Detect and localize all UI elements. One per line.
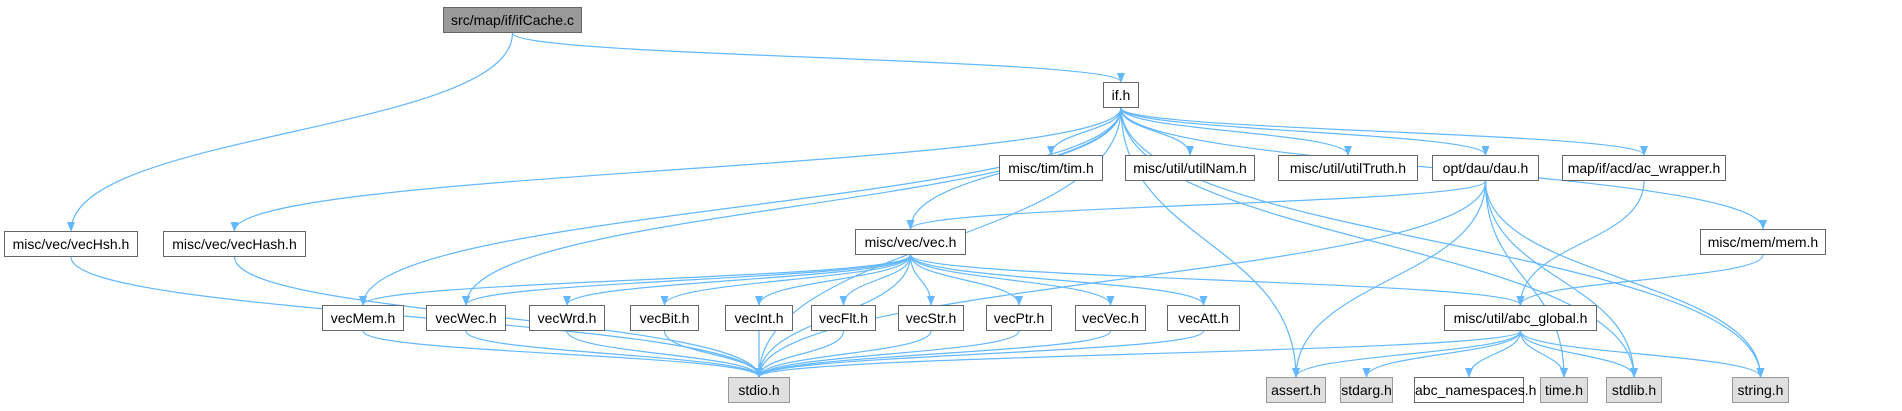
node-vechash-h[interactable]: misc/vec/vecHash.h: [163, 231, 306, 257]
node-vec-h[interactable]: misc/vec/vec.h: [855, 229, 966, 255]
node-vecint-h[interactable]: vecInt.h: [725, 305, 793, 331]
node-ifcache-c[interactable]: src/map/if/ifCache.c: [443, 7, 582, 33]
edge-dau-to-stdlib: [1484, 180, 1638, 378]
edge-vec-to-vecBit: [660, 254, 912, 306]
node-abc-global-h[interactable]: misc/util/abc_global.h: [1444, 305, 1597, 331]
edge-abc_global-to-abc_namespaces: [1465, 330, 1522, 378]
node-stdio-h[interactable]: stdio.h: [728, 377, 790, 403]
edge-if_h-to-stdlib: [1120, 107, 1638, 378]
node-utilnam-h[interactable]: misc/util/utilNam.h: [1125, 155, 1255, 181]
edge-if_h-to-ac_wrapper: [1120, 107, 1648, 156]
edge-vec-to-vecAtt: [909, 254, 1208, 306]
node-utiltruth-h[interactable]: misc/util/utilTruth.h: [1278, 155, 1418, 181]
edge-vecAtt-to-stdio: [755, 330, 1205, 378]
node-vecptr-h[interactable]: vecPtr.h: [986, 305, 1052, 331]
edge-vec-to-vecWec: [462, 254, 912, 306]
node-dau-h[interactable]: opt/dau/dau.h: [1432, 155, 1539, 181]
node-vecatt-h[interactable]: vecAtt.h: [1167, 305, 1240, 331]
edge-ifCache-to-if_h: [511, 32, 1125, 83]
edge-vec-to-vecMem: [359, 254, 912, 306]
edge-abc_global-to-stdlib: [1519, 330, 1638, 378]
edge-vecMem-to-stdio: [362, 330, 763, 378]
edge-if_h-to-dau: [1120, 107, 1490, 156]
edge-dau-to-assert: [1292, 180, 1487, 378]
edge-if_h-to-string: [1120, 107, 1765, 378]
edge-dau-to-vec: [906, 180, 1487, 230]
node-vechsh-h[interactable]: misc/vec/vecHsh.h: [4, 231, 138, 257]
node-mem-h[interactable]: misc/mem/mem.h: [1700, 229, 1826, 255]
node-vecwec-h[interactable]: vecWec.h: [426, 305, 506, 331]
node-ac-wrapper-h[interactable]: map/if/acd/ac_wrapper.h: [1562, 155, 1726, 181]
edge-abc_global-to-assert: [1292, 330, 1522, 378]
node-time-h[interactable]: time.h: [1540, 377, 1588, 403]
edge-if_h-to-vecMem: [359, 107, 1122, 306]
node-if-h[interactable]: if.h: [1103, 82, 1139, 108]
node-tim-h[interactable]: misc/tim/tim.h: [999, 155, 1103, 181]
edge-vecPtr-to-stdio: [755, 330, 1020, 378]
edge-vec-to-vecWrd: [563, 254, 912, 306]
edge-dau-to-stdio: [755, 180, 1487, 378]
edge-abc_global-to-time: [1519, 330, 1568, 378]
node-stdlib-h[interactable]: stdlib.h: [1606, 377, 1662, 403]
edge-if_h-to-utilNam: [1120, 107, 1194, 156]
node-vecvec-h[interactable]: vecVec.h: [1075, 305, 1146, 331]
edge-if_h-to-vecHash: [230, 107, 1122, 232]
edge-vec-to-vecPtr: [909, 254, 1023, 306]
edge-vec-to-vecStr: [909, 254, 935, 306]
node-vecstr-h[interactable]: vecStr.h: [898, 305, 964, 331]
edge-dau-to-time: [1484, 180, 1568, 378]
node-vecbit-h[interactable]: vecBit.h: [630, 305, 699, 331]
edge-if_h-to-utilTruth: [1120, 107, 1352, 156]
edge-vec-to-vecInt: [755, 254, 912, 306]
edge-vecHsh-to-stdio: [70, 256, 763, 378]
node-vecflt-h[interactable]: vecFlt.h: [811, 305, 876, 331]
node-vecmem-h[interactable]: vecMem.h: [322, 305, 404, 331]
edge-vecStr-to-stdio: [755, 330, 932, 378]
node-assert-h[interactable]: assert.h: [1266, 377, 1326, 403]
node-stdarg-h[interactable]: stdarg.h: [1340, 377, 1393, 403]
edge-vec-to-abc_global: [909, 254, 1525, 306]
edge-abc_global-to-string: [1519, 330, 1765, 378]
edge-mem-to-abc_global: [1516, 254, 1764, 306]
edge-vec-to-vecFlt: [839, 254, 912, 306]
edge-vec-to-vecVec: [909, 254, 1115, 306]
edge-abc_global-to-stdarg: [1362, 330, 1522, 378]
edge-ac_wrapper-to-abc_global: [1516, 180, 1645, 306]
edge-vecVec-to-stdio: [755, 330, 1112, 378]
node-abc-namespaces-h[interactable]: abc_namespaces.h: [1414, 377, 1536, 403]
edge-if_h-to-tim: [1047, 107, 1122, 156]
edge-dau-to-string: [1484, 180, 1765, 378]
edge-vecWec-to-stdio: [465, 330, 763, 378]
edge-abc_global-to-stdio: [755, 330, 1522, 378]
node-vecwrd-h[interactable]: vecWrd.h: [529, 305, 605, 331]
edge-vecWrd-to-stdio: [566, 330, 763, 378]
edge-if_h-to-assert: [1120, 107, 1300, 378]
edge-ifCache-to-vecHsh: [67, 32, 514, 232]
edge-if_h-to-vecWec: [462, 107, 1122, 306]
node-string-h[interactable]: string.h: [1732, 377, 1789, 403]
